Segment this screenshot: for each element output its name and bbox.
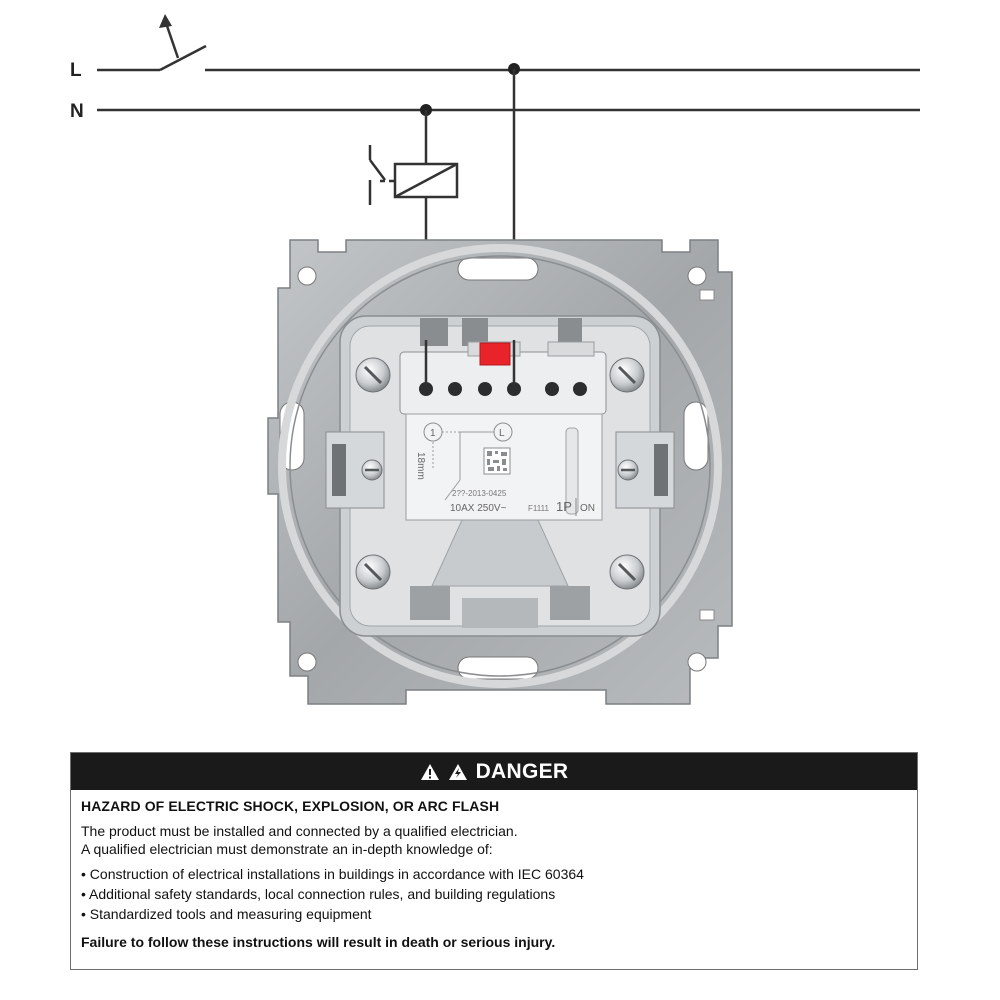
- release-tab[interactable]: [479, 342, 511, 366]
- intro-line-2: A qualified electrician must demonstrate…: [81, 841, 493, 857]
- danger-notice: DANGER HAZARD OF ELECTRIC SHOCK, EXPLOSI…: [70, 752, 918, 970]
- terminal-l-label: L: [499, 428, 505, 439]
- danger-body: HAZARD OF ELECTRIC SHOCK, EXPLOSION, OR …: [71, 790, 917, 950]
- line-label: L: [70, 60, 82, 81]
- relay-coil-symbol: [368, 145, 459, 205]
- code-text: 2??-2013-0425: [452, 489, 507, 498]
- terminal-holes: [419, 382, 587, 396]
- mounting-ring: [278, 244, 722, 688]
- warning-triangle-icon: [420, 763, 439, 780]
- list-item: Standardized tools and measuring equipme…: [81, 904, 917, 924]
- label-plate: [405, 413, 603, 521]
- neutral-label: N: [70, 101, 84, 122]
- wiring-diagram: L N: [70, 14, 920, 705]
- danger-title: DANGER: [475, 759, 569, 783]
- dimension-label: 18mm: [415, 452, 426, 480]
- side-clamp-left: [325, 431, 385, 509]
- terminal-1-label: 1: [430, 428, 436, 439]
- model-text: F1111: [528, 504, 549, 513]
- danger-header: DANGER: [71, 753, 917, 790]
- requirements-list: Construction of electrical installations…: [81, 864, 917, 924]
- main-switch-symbol: [159, 19, 207, 72]
- side-clamp-right: [615, 431, 675, 509]
- list-item: Additional safety standards, local conne…: [81, 884, 917, 904]
- electric-hazard-icon: [448, 763, 467, 780]
- intro-line-1: The product must be installed and connec…: [81, 823, 518, 839]
- list-item: Construction of electrical installations…: [81, 864, 917, 884]
- switch-arrow-icon: [159, 14, 172, 28]
- rating-text: 10AX 250V~: [450, 503, 507, 514]
- poles-text: 1P: [556, 499, 572, 514]
- corner-screws: [355, 357, 645, 590]
- warning-footer: Failure to follow these instructions wil…: [81, 934, 556, 950]
- on-text: ON: [580, 503, 595, 514]
- hazard-title: HAZARD OF ELECTRIC SHOCK, EXPLOSION, OR …: [81, 798, 500, 814]
